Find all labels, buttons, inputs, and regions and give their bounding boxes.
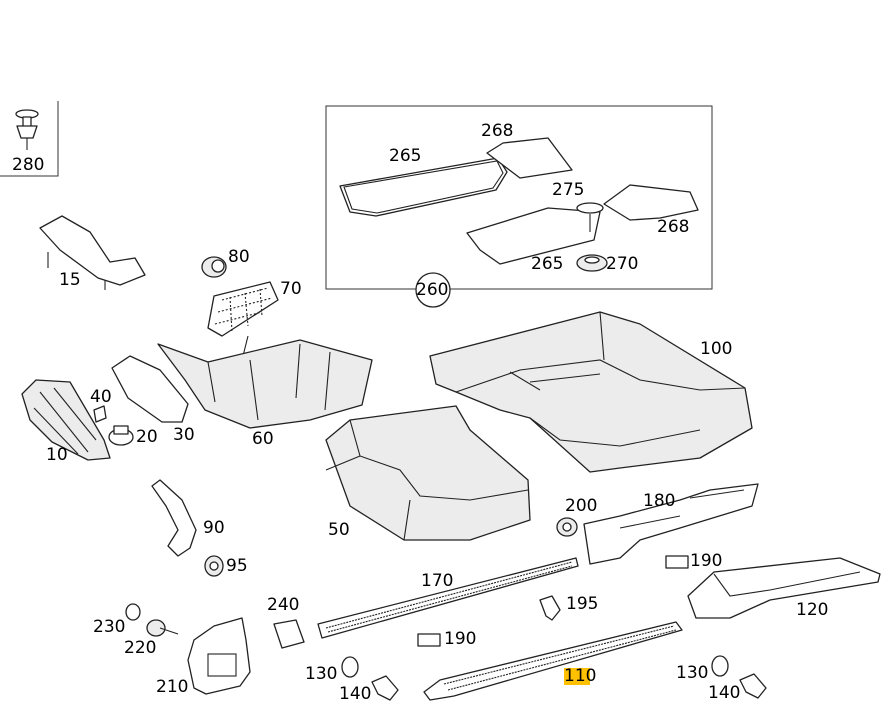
label-230: 230 [93, 617, 126, 637]
clip-130-right [711, 655, 729, 677]
label-130-left: 130 [305, 664, 338, 684]
label-190-upper: 190 [690, 551, 723, 571]
label-268-bottom: 268 [657, 217, 690, 237]
bracket-90 [151, 479, 197, 557]
floor-mat-268-front [486, 137, 573, 179]
label-70: 70 [280, 279, 302, 299]
highlight-110 [564, 668, 590, 685]
clip-140-left [371, 675, 399, 701]
label-140-right: 140 [708, 683, 741, 703]
bracket-10 [21, 379, 111, 461]
label-268-top: 268 [481, 121, 514, 141]
push-clip-280 [15, 109, 39, 150]
trim-180 [583, 483, 759, 565]
bracket-210 [187, 617, 251, 695]
label-110: 110 [564, 666, 597, 686]
trim-120 [687, 557, 881, 619]
label-180: 180 [643, 491, 676, 511]
inset-box-280 [0, 101, 59, 177]
nut-20 [108, 425, 134, 446]
panel-60 [157, 339, 373, 429]
clip-40 [93, 405, 107, 423]
label-265-bottom: 265 [531, 254, 564, 274]
mat-fastener-270 [576, 254, 608, 272]
label-220: 220 [124, 638, 157, 658]
floor-mat-268-rear [603, 184, 699, 221]
trim-30 [111, 355, 189, 423]
sill-170 [317, 557, 579, 639]
label-130-right: 130 [676, 663, 709, 683]
label-270: 270 [606, 254, 639, 274]
label-195: 195 [566, 594, 599, 614]
label-15: 15 [59, 270, 81, 290]
label-260: 260 [416, 280, 449, 300]
label-265-top: 265 [389, 146, 422, 166]
label-80: 80 [228, 247, 250, 267]
label-240: 240 [267, 595, 300, 615]
label-50: 50 [328, 520, 350, 540]
grommet-200 [556, 517, 578, 537]
callout-circle-260 [415, 272, 451, 308]
grommet-230 [125, 603, 141, 621]
label-210: 210 [156, 677, 189, 697]
clip-130-left [341, 656, 359, 678]
clip-195 [539, 595, 561, 621]
mat-fastener-275 [576, 202, 604, 232]
label-140-left: 140 [339, 684, 372, 704]
label-100: 100 [700, 339, 733, 359]
floor-mat-inset-box [325, 105, 713, 308]
label-190-lower: 190 [444, 629, 477, 649]
grommet-80 [201, 256, 227, 278]
net-70 [207, 281, 279, 337]
label-200: 200 [565, 496, 598, 516]
fastener-220 [146, 619, 179, 637]
label-30: 30 [173, 425, 195, 445]
label-275: 275 [552, 180, 585, 200]
label-120: 120 [796, 600, 829, 620]
floor-mat-265-rear [466, 207, 601, 265]
label-40: 40 [90, 387, 112, 407]
clip-190-lower [417, 633, 441, 647]
label-95: 95 [226, 556, 248, 576]
nut-95 [204, 555, 224, 577]
label-10: 10 [46, 445, 68, 465]
floor-mat-265-front [339, 157, 508, 217]
clip-240 [273, 619, 305, 649]
clip-190-upper [665, 555, 689, 569]
label-90: 90 [203, 518, 225, 538]
label-280: 280 [12, 155, 45, 175]
clip-140-right [739, 673, 767, 699]
bracket-15 [39, 215, 146, 286]
label-20: 20 [136, 427, 158, 447]
label-170: 170 [421, 571, 454, 591]
carpet-50 [325, 405, 531, 541]
label-60: 60 [252, 429, 274, 449]
sill-110 [423, 621, 683, 701]
